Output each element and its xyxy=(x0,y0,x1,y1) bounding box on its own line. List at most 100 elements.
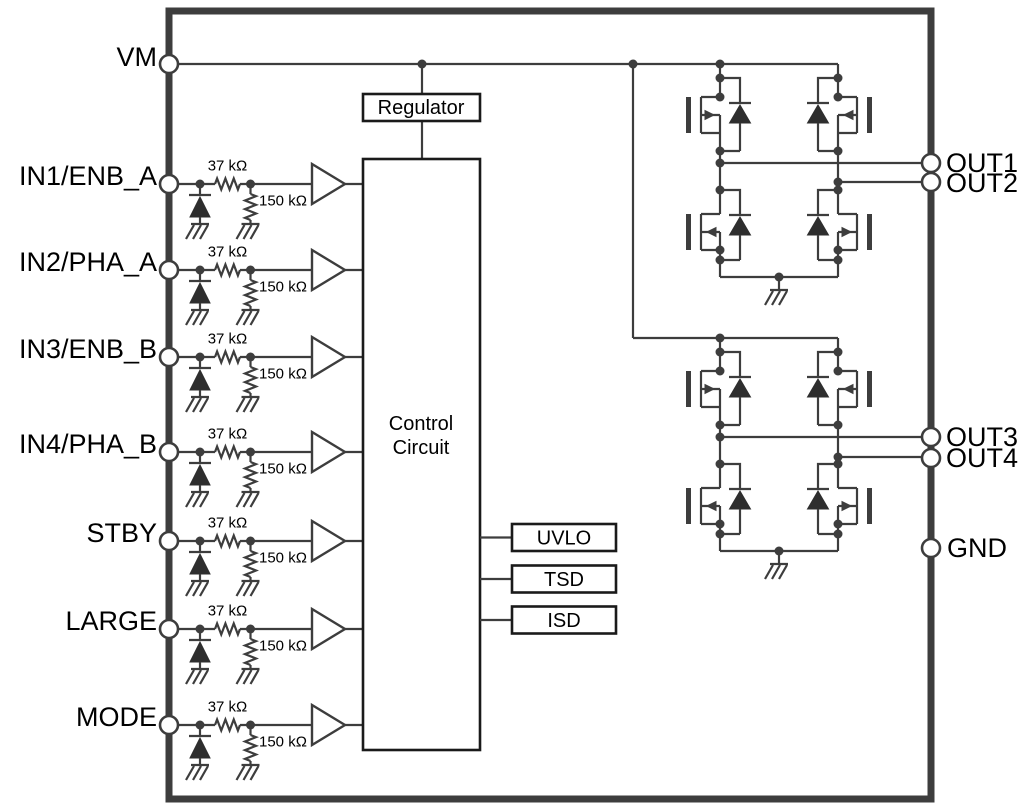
series-resistor-value: 37 kΩ xyxy=(208,158,248,175)
ground-slash xyxy=(249,397,260,413)
ground-slash xyxy=(771,564,781,580)
ground-icon xyxy=(185,395,209,413)
pin-input-3 xyxy=(158,441,180,463)
junction-dot xyxy=(715,333,725,343)
ground-slash xyxy=(235,765,246,781)
esd-diode xyxy=(189,184,211,224)
gate-bar-icon xyxy=(686,371,691,407)
h-bridge-b xyxy=(686,333,922,580)
ground-icon xyxy=(185,667,209,685)
junction-dot xyxy=(833,73,843,83)
resistor-zigzag xyxy=(213,348,242,366)
junction-dot xyxy=(715,366,725,376)
esd-diode xyxy=(189,629,211,669)
diode-triangle xyxy=(189,736,211,759)
diode-triangle xyxy=(728,104,752,124)
series-resistor-value: 37 kΩ xyxy=(208,331,248,348)
junction-dot xyxy=(833,420,843,430)
resistor-zigzag xyxy=(241,278,260,308)
body-diode xyxy=(806,462,838,536)
junction-dot xyxy=(833,519,843,529)
ground-slash xyxy=(185,492,195,508)
ground-icon xyxy=(185,308,209,326)
junction-dot xyxy=(833,529,843,539)
series-resistor-value: 37 kΩ xyxy=(208,699,248,716)
gate-bar-icon xyxy=(686,488,691,524)
pin-label-gnd: GND xyxy=(947,533,1007,563)
ground-icon xyxy=(235,395,260,413)
pulldown-resistor-value: 150 kΩ xyxy=(259,279,307,296)
wire xyxy=(720,76,742,103)
ground-icon xyxy=(235,763,260,781)
series-resistor-value: 37 kΩ xyxy=(208,515,248,532)
ground-slash xyxy=(192,310,202,326)
pin-input-2 xyxy=(158,346,180,368)
ground-slash xyxy=(771,290,781,306)
ground-icon xyxy=(235,667,260,685)
esd-diode xyxy=(189,541,211,581)
junction-dot xyxy=(833,92,843,102)
isd-box xyxy=(510,605,618,635)
regulator-box xyxy=(361,92,482,123)
diode-triangle xyxy=(806,216,830,236)
resistor-zigzag xyxy=(241,549,260,579)
resistor-zigzag xyxy=(241,365,260,395)
channel-arrow-icon xyxy=(704,383,716,395)
diode-triangle xyxy=(806,490,830,510)
regulator-block: Regulator xyxy=(361,92,482,123)
buffer-icon xyxy=(310,702,348,748)
junction-dot xyxy=(715,519,725,529)
ground-slash xyxy=(778,564,788,580)
ground-slash xyxy=(192,224,202,240)
pin-label-input-4: STBY xyxy=(86,518,157,548)
pin-label-input-1: IN2/PHA_A xyxy=(19,247,157,277)
ground-icon xyxy=(235,222,260,240)
ground-slash xyxy=(185,397,195,413)
body-diode xyxy=(720,76,752,153)
right-pins xyxy=(920,152,942,559)
pin-label-out2: OUT2 xyxy=(946,168,1018,198)
gate-bar-icon xyxy=(686,97,691,133)
junction-dot xyxy=(833,366,843,376)
ground-slash xyxy=(199,310,209,326)
junction-dot xyxy=(715,146,725,156)
wire xyxy=(816,188,838,215)
wire xyxy=(720,462,742,489)
esd-diode xyxy=(189,452,211,492)
pin-out4 xyxy=(920,447,942,469)
tsd-box xyxy=(510,564,618,594)
junction-dot xyxy=(715,73,725,83)
resistor-zigzag xyxy=(213,261,242,279)
pin-label-input-5: LARGE xyxy=(65,606,157,636)
pin-input-0 xyxy=(158,173,180,195)
ground-slash xyxy=(199,397,209,413)
series-resistor-value: 37 kΩ xyxy=(208,603,248,620)
pin-input-4 xyxy=(158,530,180,552)
body-diode xyxy=(720,462,752,536)
junction-dot xyxy=(833,245,843,255)
control-circuit-label-line2: Circuit xyxy=(393,437,450,459)
control-circuit-label-line1: Control xyxy=(389,413,453,435)
pin-out2 xyxy=(920,171,942,193)
nmos-low-side xyxy=(806,188,872,262)
junction-dot xyxy=(715,459,725,469)
ground-slash xyxy=(199,224,209,240)
pin-out3 xyxy=(920,426,942,448)
isd-label: ISD xyxy=(547,610,580,632)
ground-icon xyxy=(185,490,209,508)
ground-slash xyxy=(199,765,209,781)
buffer-icon xyxy=(310,518,348,564)
control-circuit-box xyxy=(361,157,482,752)
body-diode xyxy=(806,76,838,153)
wire xyxy=(816,462,838,489)
ground-slash xyxy=(235,224,246,240)
diode-triangle xyxy=(189,463,211,486)
pulldown-resistor-value: 150 kΩ xyxy=(259,461,307,478)
diode-triangle xyxy=(189,195,211,218)
ground-slash xyxy=(249,765,260,781)
half-bridge xyxy=(806,64,872,277)
